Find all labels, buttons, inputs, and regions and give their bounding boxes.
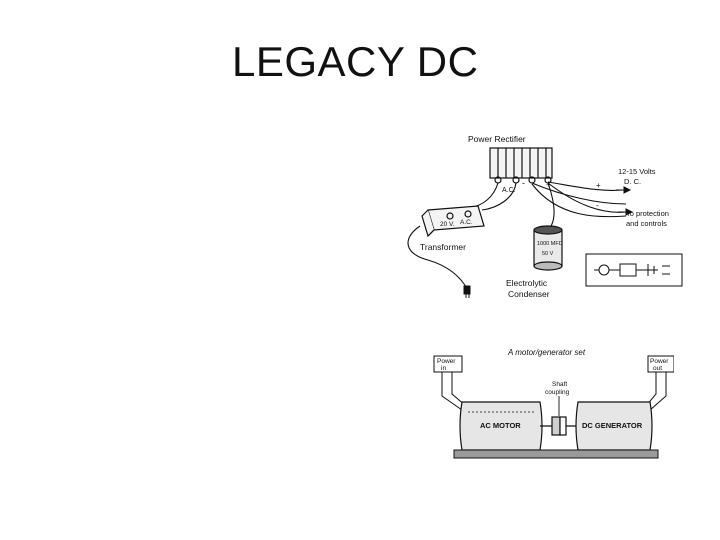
shaft-label-line2: coupling — [545, 389, 570, 396]
power-in-label-line2: in — [441, 365, 446, 372]
rectifier-wiring-diagram: Power Rectifier A.C. - + 12-15 Volts D. … — [407, 134, 683, 299]
power-in-box — [433, 355, 463, 373]
transformer-voltage-label: 20 V. — [440, 221, 455, 228]
condenser-label: Condenser — [508, 289, 550, 299]
power-out-box — [647, 355, 674, 373]
plug-icon — [463, 285, 471, 298]
to-protection-label: To protection — [626, 209, 669, 218]
shaft-label-line1: Shaft — [552, 381, 567, 388]
output-minus-label: - — [596, 201, 599, 210]
base-plate — [453, 449, 659, 459]
output-arrows — [616, 186, 634, 216]
electrolytic-label: Electrolytic — [506, 278, 548, 288]
capacitor-rating-line1: 1000 MFD — [537, 241, 563, 247]
volts-label: 12-15 Volts — [618, 167, 656, 176]
output-plus-label: + — [596, 181, 601, 190]
transformer-label: Transformer — [420, 242, 466, 252]
motor-generator-diagram: A motor/generator set Power in Power out… — [433, 348, 674, 459]
dc-generator-label: DC GENERATOR — [582, 421, 643, 430]
and-controls-label: and controls — [626, 219, 667, 228]
power-out-label-line2: out — [653, 365, 662, 372]
power-leads — [441, 372, 667, 411]
power-rectifier-unit — [489, 147, 553, 184]
rectifier-minus-label: - — [522, 178, 525, 188]
transformer-ac-label: A.C. — [460, 219, 473, 226]
rectifier-ac-label: A.C. — [502, 187, 516, 194]
slide-title: LEGACY DC — [232, 38, 479, 85]
shaft-coupling — [540, 396, 578, 436]
dc-label: D. C. — [624, 177, 641, 186]
capacitor-rating-line2: 50 V — [542, 251, 554, 257]
power-in-label-line1: Power — [437, 358, 456, 365]
power-rectifier-label: Power Rectifier — [468, 134, 526, 144]
schematic-inset — [585, 253, 683, 287]
power-out-label-line1: Power — [650, 358, 669, 365]
motorgen-caption: A motor/generator set — [507, 348, 586, 357]
transformer-unit — [421, 205, 485, 238]
electrolytic-capacitor — [533, 225, 563, 271]
ac-motor-label: AC MOTOR — [480, 421, 521, 430]
